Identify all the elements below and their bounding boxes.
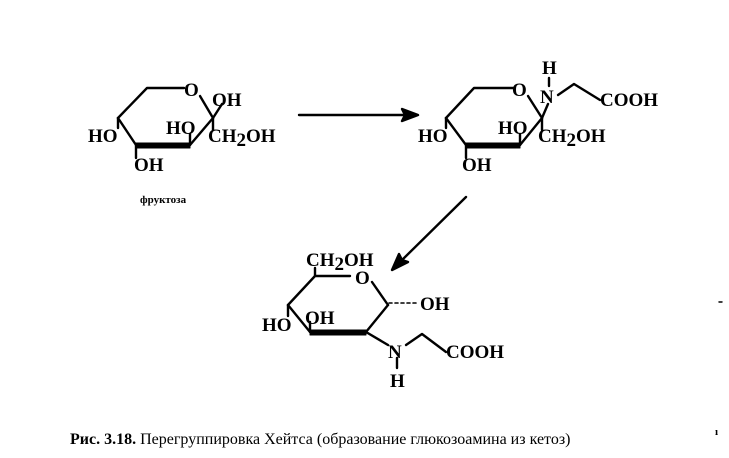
figure-caption: Рис. 3.18. Перегруппировка Хейтса (образ… bbox=[70, 431, 570, 448]
product-nitrogen: N bbox=[388, 342, 402, 363]
product-ring-oxygen: O bbox=[355, 268, 370, 289]
fructose-molecule: O OH HO HO OH CH2OH фруктоза bbox=[88, 80, 276, 206]
stray-mark-right: ı bbox=[715, 426, 718, 438]
product-ring-o-right bbox=[370, 280, 390, 307]
intermediate-oh-bottom: OH bbox=[462, 155, 492, 176]
fructose-ho-left: HO bbox=[88, 126, 118, 147]
intermediate-ho-mid: HO bbox=[498, 118, 528, 139]
product-bond-c2-n bbox=[364, 330, 390, 347]
product-oh-mid: OH bbox=[305, 308, 335, 329]
intermediate-ring-o-right bbox=[526, 94, 544, 120]
intermediate-bond-n-ch2-cooh bbox=[556, 82, 602, 102]
reaction-arrow-2 bbox=[390, 195, 468, 272]
intermediate-ho-left: HO bbox=[418, 126, 448, 147]
product-ring-front-wedge bbox=[309, 329, 367, 336]
intermediate-nitrogen: N bbox=[540, 87, 554, 108]
fructose-ring-back bbox=[116, 86, 186, 120]
product-bond-n-ch2-cooh bbox=[404, 332, 448, 354]
fructose-ch2oh: CH2OH bbox=[208, 126, 276, 151]
fructose-oh-anomeric: OH bbox=[212, 90, 242, 111]
fructosylglycine-molecule: O N H COOH HO HO OH CH2OH bbox=[418, 58, 658, 176]
fructose-ring-front-wedge bbox=[135, 142, 191, 149]
intermediate-ring-back bbox=[444, 86, 516, 120]
product-oh-anomeric: OH bbox=[420, 294, 450, 315]
intermediate-ring-oxygen: O bbox=[512, 80, 527, 101]
intermediate-n-hydrogen: H bbox=[542, 58, 557, 79]
fructose-ring-o-right bbox=[198, 94, 215, 120]
reaction-arrow-2-head bbox=[390, 252, 410, 272]
fructose-ring-oxygen: O bbox=[184, 80, 199, 101]
reaction-arrow-1 bbox=[297, 107, 420, 123]
product-ring-back bbox=[286, 274, 352, 307]
fructose-bond-anomeric-oh bbox=[211, 102, 224, 120]
fructose-label: фруктоза bbox=[140, 194, 187, 206]
product-ch2oh: CH2OH bbox=[306, 250, 374, 275]
intermediate-bond-c-n bbox=[540, 102, 550, 120]
glucosylglycine-molecule: CH2OH O OH HO OH N H COOH bbox=[262, 250, 504, 392]
product-n-hydrogen: H bbox=[390, 371, 405, 392]
product-cooh: COOH bbox=[446, 342, 504, 363]
intermediate-ring-front bbox=[444, 116, 544, 147]
intermediate-cooh: COOH bbox=[600, 90, 658, 111]
reaction-arrow-1-head bbox=[400, 107, 420, 123]
figure-caption-text: Перегруппировка Хейтса (образование глюк… bbox=[136, 431, 570, 448]
fructose-ho-mid: HO bbox=[166, 118, 196, 139]
reaction-arrow-2-shaft bbox=[398, 195, 468, 264]
fructose-oh-bottom: OH bbox=[134, 155, 164, 176]
intermediate-ch2oh: CH2OH bbox=[538, 126, 606, 151]
product-ring-front bbox=[286, 303, 390, 334]
product-ho-left: HO bbox=[262, 315, 292, 336]
intermediate-ring-front-wedge bbox=[465, 142, 521, 149]
figure-caption-number: Рис. 3.18. bbox=[70, 431, 136, 448]
